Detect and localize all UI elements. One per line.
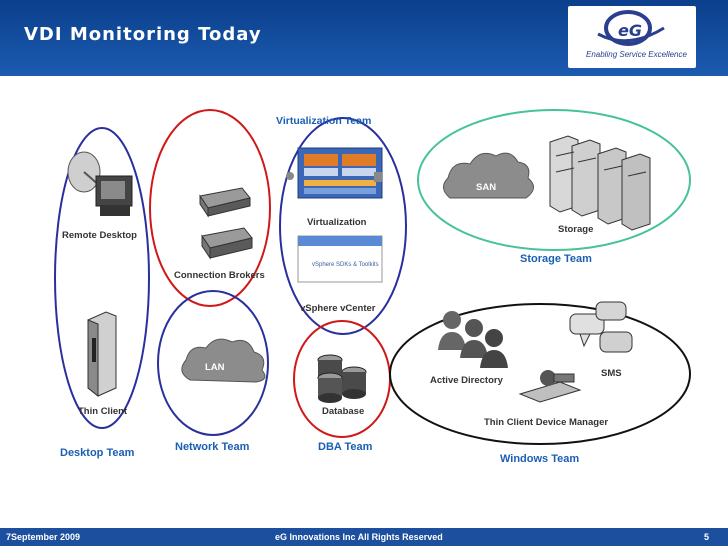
connection-brokers-label: Connection Brokers xyxy=(174,270,265,281)
slide-title: VDI Monitoring Today xyxy=(24,24,262,45)
remote-desktop-label: Remote Desktop xyxy=(62,230,137,241)
storage-rack-icon xyxy=(549,135,651,231)
connection-brokers-ellipse xyxy=(149,109,271,307)
eg-logo-icon: eG xyxy=(597,10,665,46)
eg-logo: eG xyxy=(568,6,696,68)
storage-team-label: Storage Team xyxy=(520,253,592,265)
vsphere-vcenter-label: vSphere vCenter xyxy=(300,303,376,314)
desktop-team-label: Desktop Team xyxy=(60,447,135,459)
remote-desktop-icon xyxy=(67,151,133,216)
storage-label: Storage xyxy=(558,224,594,235)
virtualization-team-label: Virtualization Team xyxy=(276,115,372,127)
sms-label: SMS xyxy=(601,368,622,379)
virtualization-icon xyxy=(286,147,383,199)
active-directory-icon xyxy=(438,311,508,368)
connection-broker-icon xyxy=(201,227,253,260)
storage-team-ellipse xyxy=(417,109,691,251)
sms-icon xyxy=(569,301,633,353)
network-team-label: Network Team xyxy=(175,441,250,453)
database-label: Database xyxy=(322,406,365,417)
thin-client-device-manager-label: Thin Client Device Manager xyxy=(484,417,609,428)
lan-cloud-icon xyxy=(181,338,266,383)
logo-tagline: Enabling Service Excellence xyxy=(586,50,687,59)
thin-client-label: Thin Client xyxy=(78,406,128,417)
virtualization-label: Virtualization xyxy=(307,217,367,228)
logo-text: eG xyxy=(618,21,642,40)
footer-page-number: 5 xyxy=(704,532,710,542)
active-directory-label: Active Directory xyxy=(430,375,503,386)
slide-header: VDI Monitoring Today eG Enabling Service… xyxy=(0,0,728,76)
slide-footer: 7September 2009 eG Innovations Inc All R… xyxy=(0,528,728,546)
desktop-team-ellipse xyxy=(54,127,150,429)
diagram-area: vSphere SDKs & Toolkits xyxy=(0,76,728,528)
virtualization-team-ellipse xyxy=(279,117,407,335)
thin-client-device-manager-icon xyxy=(518,370,582,403)
dba-team-label: DBA Team xyxy=(318,441,373,453)
windows-team-label: Windows Team xyxy=(500,453,580,465)
lan-label: LAN xyxy=(205,362,225,373)
footer-copyright: eG Innovations Inc All Rights Reserved xyxy=(275,532,443,542)
vsphere-vcenter-icon: vSphere SDKs & Toolkits xyxy=(297,235,383,283)
thin-client-icon xyxy=(87,311,117,398)
windows-team-ellipse xyxy=(389,303,691,445)
svg-text:vSphere SDKs & Toolkits: vSphere SDKs & Toolkits xyxy=(312,262,379,268)
connection-broker-icon xyxy=(199,187,251,218)
san-label: SAN xyxy=(476,182,497,193)
san-cloud-icon xyxy=(443,152,534,199)
network-team-ellipse xyxy=(157,290,269,436)
diagram-canvas: vSphere SDKs & Toolkits xyxy=(54,109,691,445)
database-icon xyxy=(317,354,367,403)
footer-date: 7September 2009 xyxy=(6,532,81,542)
